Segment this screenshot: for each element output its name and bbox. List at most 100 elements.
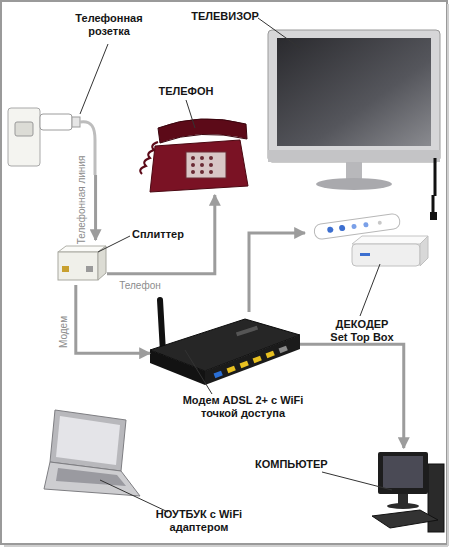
computer-illustration (372, 452, 444, 532)
modem-front (150, 350, 205, 385)
modem-port (214, 371, 223, 379)
plug (40, 114, 72, 130)
phone-key (200, 163, 204, 167)
signal-arrow (94, 175, 97, 240)
laptop-keyboard (56, 468, 126, 486)
modem-logo (236, 326, 258, 337)
device-caption: ТЕЛЕВИЗОР (185, 10, 265, 23)
leader-line (80, 44, 108, 114)
monitor-base (387, 503, 419, 509)
device-caption: НОУТБУК с WiFi адаптером (155, 508, 243, 534)
phone-key (200, 170, 204, 174)
telephone-node: ТЕЛЕФОН (140, 110, 250, 195)
signal-arrow (300, 344, 404, 448)
signal-arrow (249, 233, 305, 312)
splitter-body (58, 252, 98, 280)
modem-port (279, 346, 288, 354)
modem-back (205, 335, 300, 385)
pc-tower (428, 464, 444, 532)
socket-node: Телефонная розетка (20, 90, 110, 175)
tv-neck (346, 162, 362, 180)
line-label: Телефон (80, 280, 200, 292)
splitter-port (86, 266, 93, 272)
tv-base (316, 178, 392, 190)
tv-bezel (268, 30, 440, 162)
modem-port (266, 351, 275, 359)
laptop-base (44, 462, 140, 496)
telephone-illustration (140, 119, 248, 192)
wall-plate (8, 108, 40, 166)
modem-antenna (160, 300, 163, 352)
laptop-illustration (44, 410, 140, 496)
device-caption: ТЕЛЕФОН (140, 85, 232, 98)
remote-button (339, 225, 346, 232)
tv-illustration (268, 30, 440, 196)
phone-key (191, 163, 195, 167)
jack (15, 122, 33, 136)
plug-tail (72, 117, 80, 127)
device-caption: Модем ADSL 2+ с WiFi точкой доступа (178, 394, 308, 420)
frame-shadow (4, 545, 448, 547)
splitter-node: Сплиттер (55, 240, 107, 285)
leader-line (185, 350, 212, 394)
stb-top (352, 236, 428, 244)
phone-key (191, 156, 195, 160)
device-caption: Телефонная розетка (70, 12, 148, 38)
stb-indicator (360, 253, 370, 256)
leader-line (258, 18, 300, 48)
signal-arrow (76, 285, 150, 353)
leader-line (100, 480, 168, 512)
phone-key (209, 156, 213, 160)
remote-button (351, 224, 357, 230)
leader-line (98, 236, 130, 252)
video-cable (432, 195, 435, 215)
tv-strip (268, 150, 440, 162)
phone-keypad (186, 152, 226, 178)
phone-key (191, 170, 195, 174)
monitor (378, 452, 428, 494)
phone-handset (158, 119, 247, 143)
line-label: Модем (58, 272, 70, 392)
leader-line (322, 472, 392, 490)
leader-line (186, 100, 195, 128)
signal-arrow (107, 195, 215, 274)
phone-body (150, 140, 248, 192)
decoder-illustration (313, 212, 437, 266)
modem-illustration (150, 300, 300, 385)
tv-node: ТЕЛЕВИЗОР (265, 28, 445, 195)
phone-key (209, 163, 213, 167)
phone-key (200, 156, 204, 160)
splitter-port (62, 266, 69, 272)
remote-button (327, 226, 334, 233)
phone-cord (140, 142, 158, 174)
computer-node: КОМПЬЮТЕР (370, 448, 445, 540)
remote-button (378, 221, 383, 226)
tv-screen (277, 38, 431, 146)
device-caption: Сплиттер (132, 228, 202, 241)
monitor-screen (383, 456, 423, 488)
laptop-node: НОУТБУК с WiFi адаптером (40, 405, 140, 505)
remote-button (363, 222, 369, 228)
device-caption: ДЕКОДЕР Set Top Box (327, 318, 397, 344)
stb-front (352, 244, 420, 266)
device-caption: КОМПЬЮТЕР (255, 458, 335, 471)
keyboard (372, 510, 438, 528)
modem-node: Модем ADSL 2+ с WiFi точкой доступа (150, 312, 300, 387)
tv-cable (434, 158, 437, 196)
line-label: Телефонная линия (76, 140, 88, 260)
modem-port (227, 366, 236, 374)
decoder-node: ДЕКОДЕР Set Top Box (305, 215, 435, 275)
modem-port (240, 361, 249, 369)
phone-key (209, 170, 213, 174)
modem-port (253, 356, 262, 364)
stb-side (420, 236, 428, 266)
leader-line (360, 264, 380, 316)
frame-shadow (447, 4, 449, 546)
monitor-neck (398, 494, 408, 504)
laptop-screen (56, 416, 120, 465)
